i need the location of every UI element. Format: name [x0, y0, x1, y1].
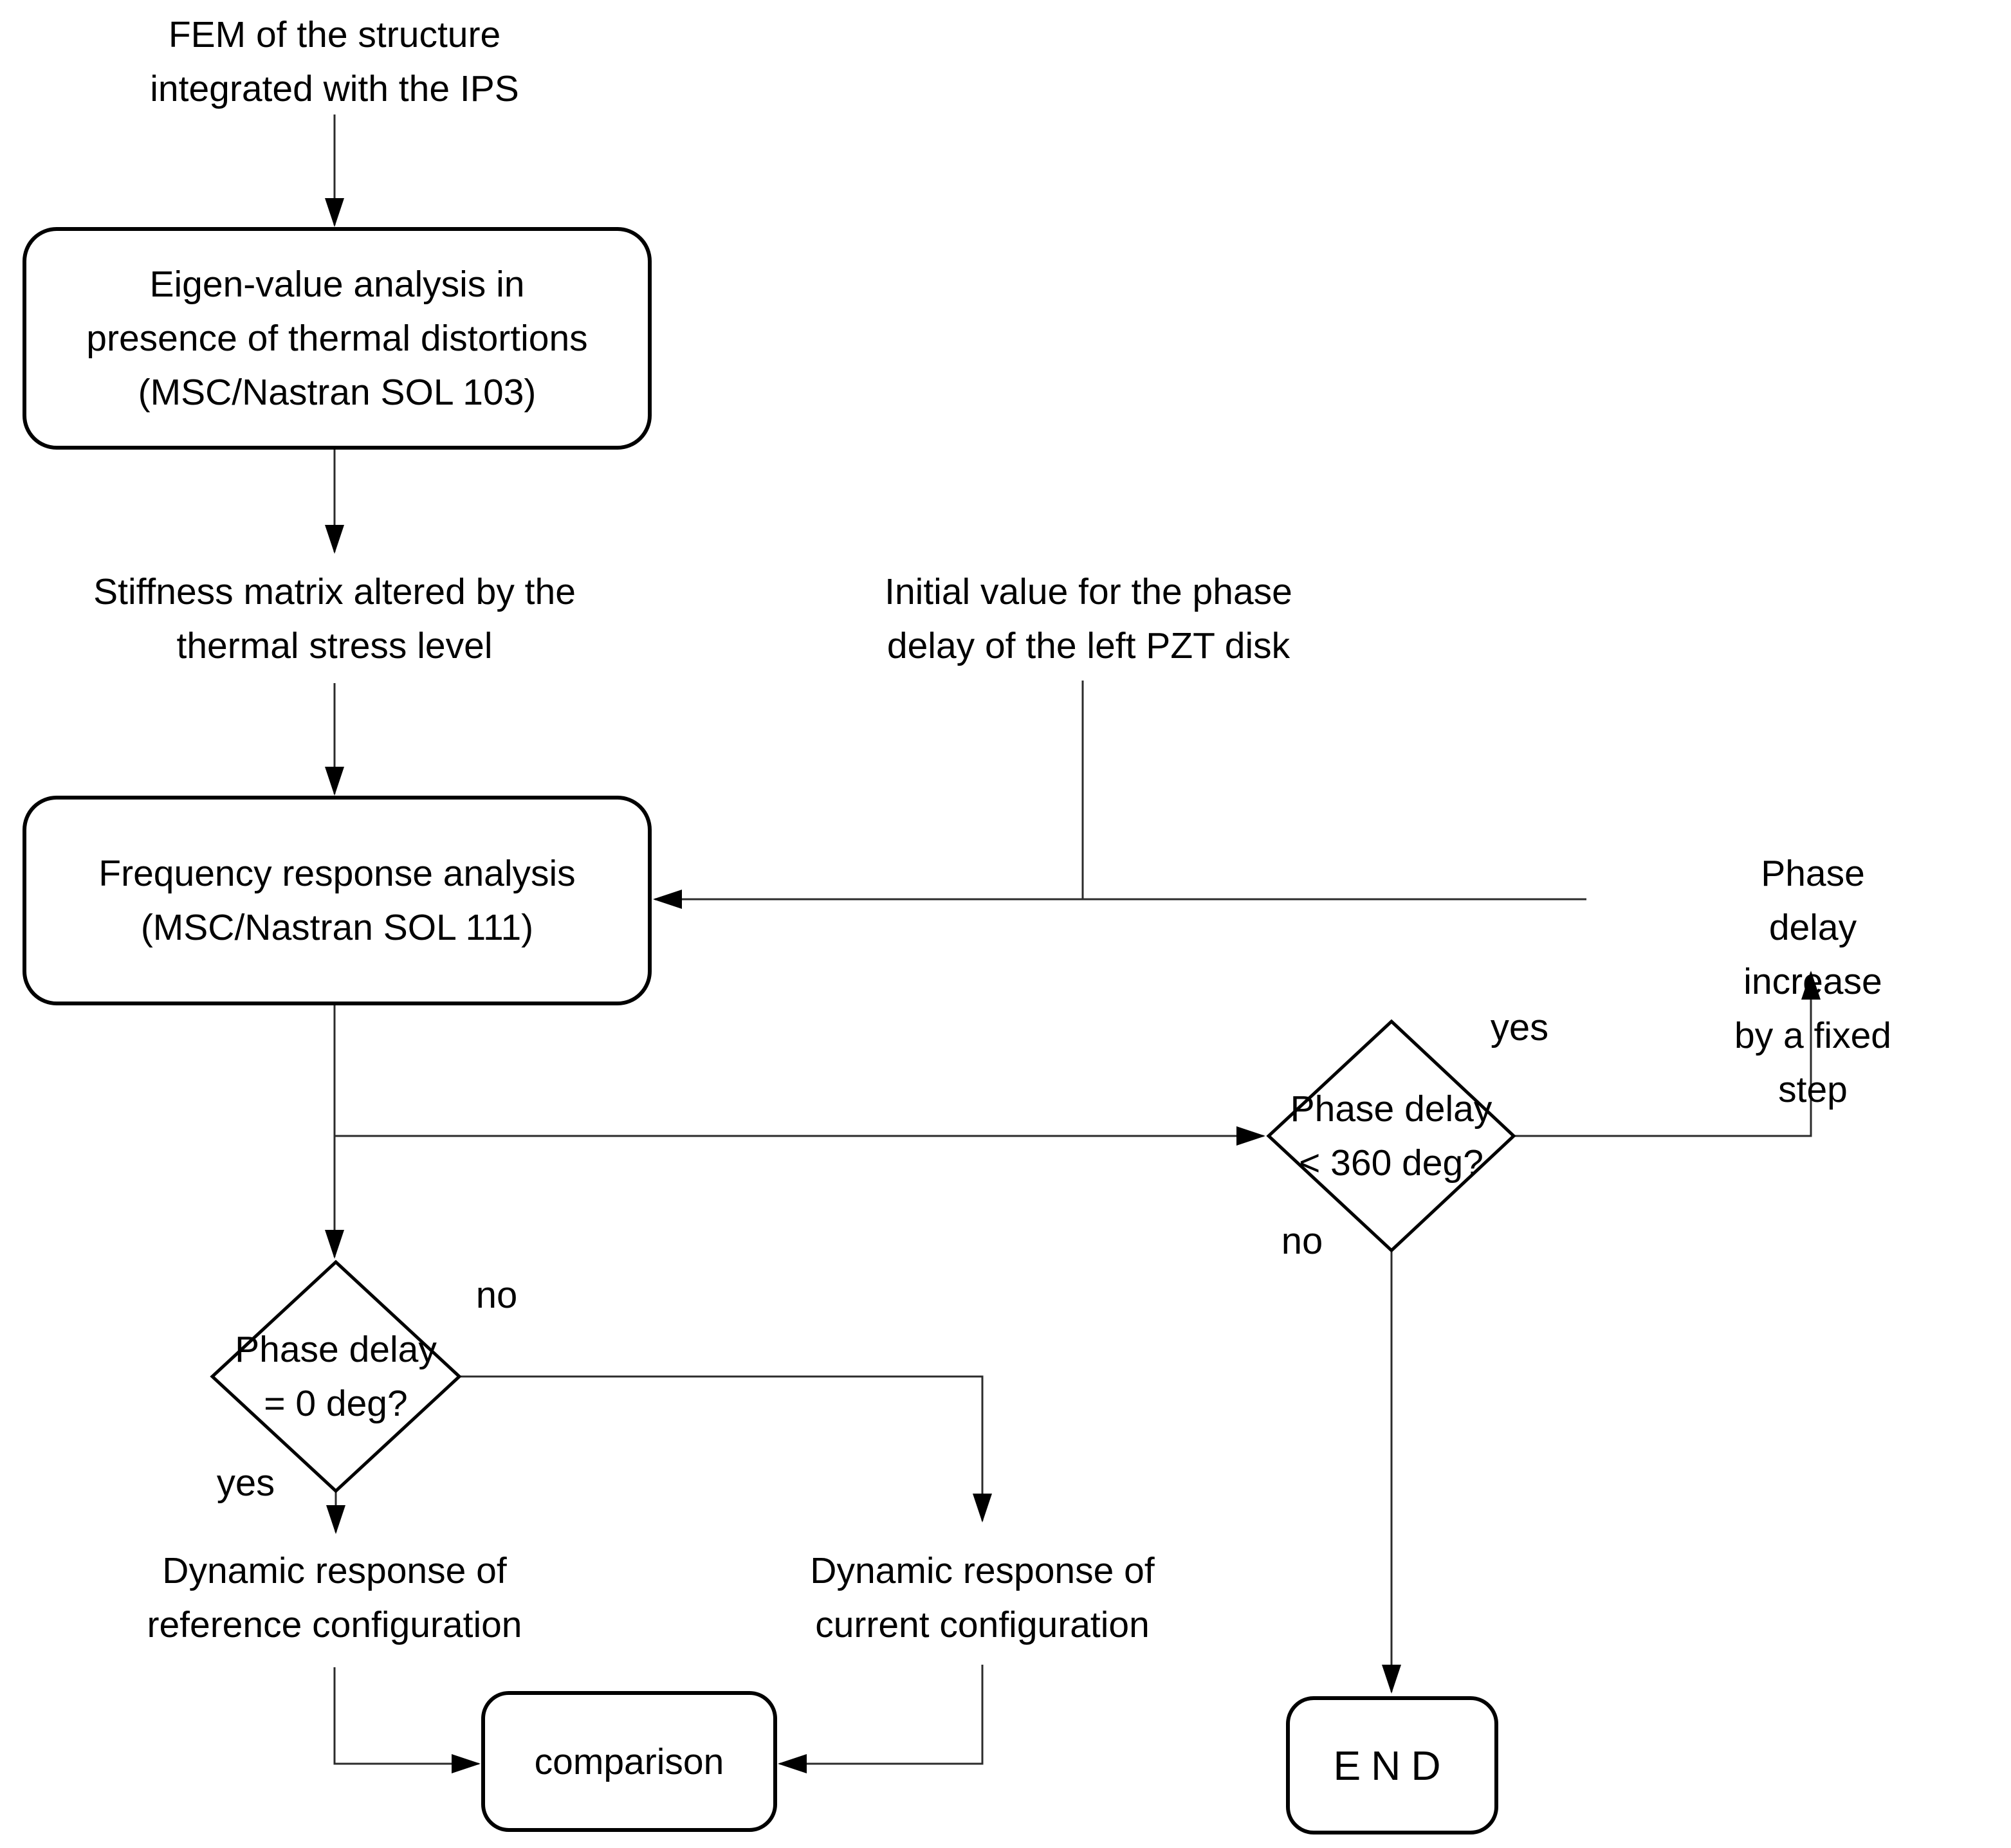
decision-0-label: Phase delay = 0 deg? [235, 1329, 437, 1424]
phase-delay-increase-label: Phase delay increase by a fixed step [1734, 853, 1891, 1110]
dynamic-response-reference-label: Dynamic response of reference configurat… [147, 1550, 522, 1645]
eigen-analysis-box-label: Eigen-value analysis in presence of ther… [86, 264, 588, 413]
comparison-box-label: comparison [534, 1741, 724, 1782]
initial-phase-delay-label: Initial value for the phase delay of the… [885, 571, 1292, 666]
end-box-label: END [1333, 1742, 1451, 1789]
stiffness-matrix-label: Stiffness matrix altered by the thermal … [93, 571, 576, 666]
end-box [1286, 1696, 1498, 1834]
frequency-response-box [23, 796, 652, 1005]
eigen-analysis-box [23, 227, 652, 450]
frequency-response-box-label: Frequency response analysis (MSC/Nastran… [98, 853, 576, 948]
decision-360-no-label: no [1281, 1220, 1323, 1262]
decision-360-yes-label: yes [1490, 1007, 1549, 1048]
edge-decision0-no-to-cur [459, 1375, 992, 1523]
comparison-box [481, 1691, 777, 1832]
decision-360-label: Phase delay < 360 deg? [1290, 1088, 1492, 1184]
decision-0-no-label: no [475, 1274, 518, 1316]
edge-cur-to-comparison [778, 1665, 984, 1773]
decision-0-yes-label: yes [216, 1462, 275, 1504]
edge-decision360-yes-loop [1514, 971, 1821, 1137]
dynamic-response-current-label: Dynamic response of current configuratio… [810, 1550, 1155, 1645]
edge-ref-to-comparison [333, 1667, 481, 1773]
decision-360-diamond [1266, 1019, 1516, 1253]
decision-0-diamond [210, 1259, 462, 1494]
fem-structure-label: FEM of the structure integrated with the… [150, 14, 519, 109]
